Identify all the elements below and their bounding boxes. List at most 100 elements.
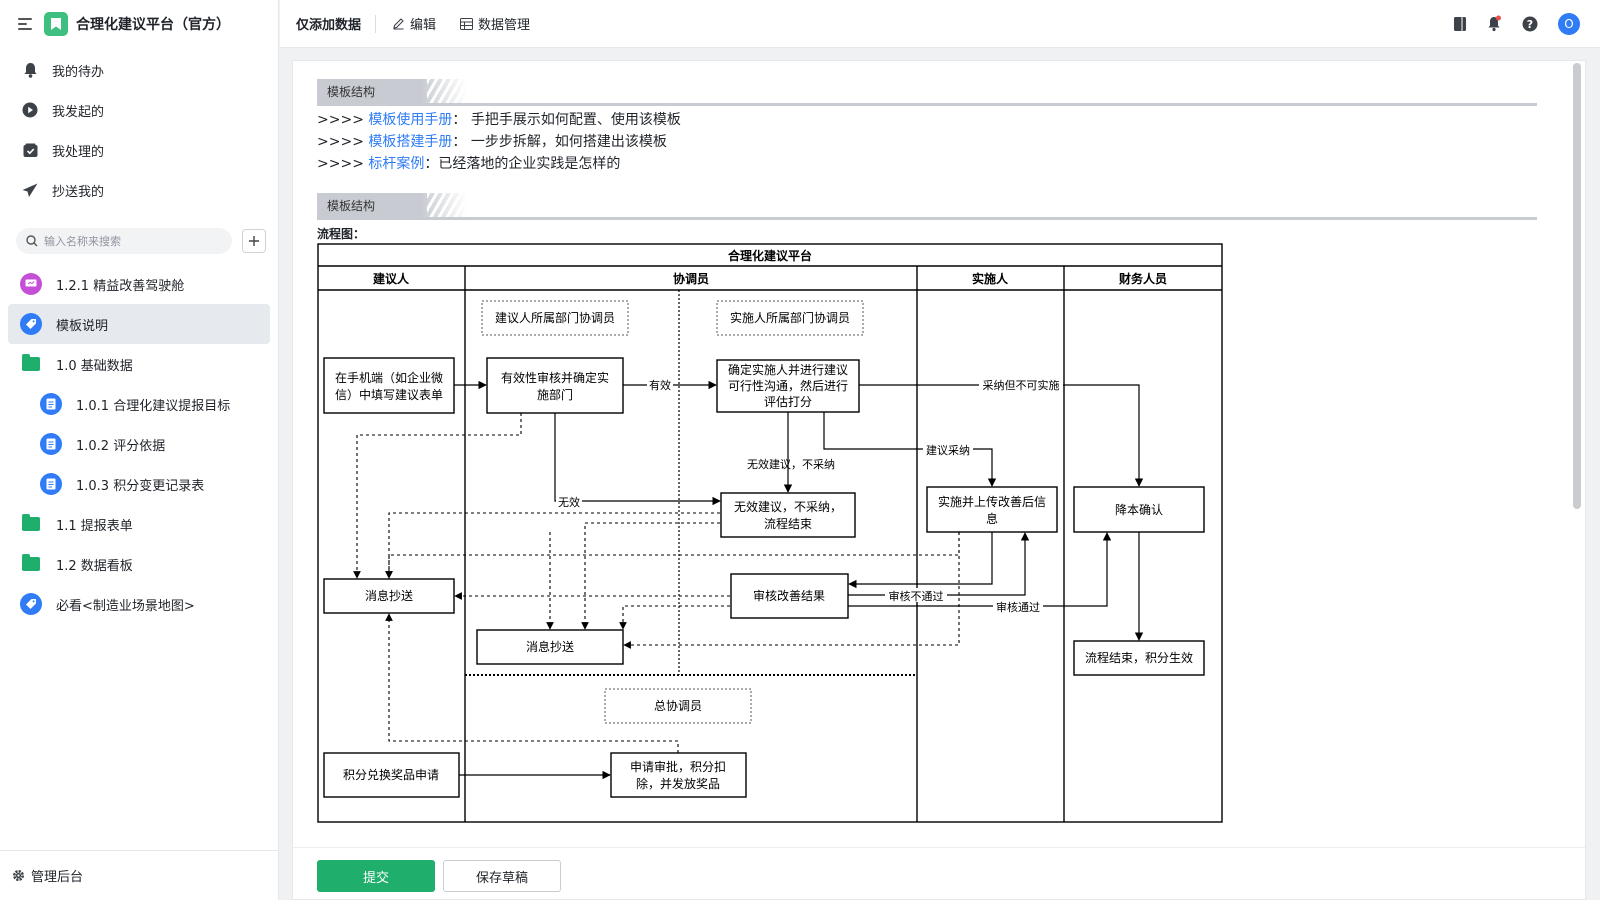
page-mode-title: 仅添加数据 — [296, 18, 362, 33]
build-guide-link[interactable]: 模板搭建手册 — [368, 134, 453, 150]
menu-icon[interactable] — [18, 18, 32, 30]
search-icon — [26, 235, 38, 247]
diagram-frame — [317, 243, 1223, 823]
nav-label: 我发起的 — [52, 104, 105, 120]
node-text: 除，并发放奖品 — [636, 776, 720, 791]
toolbar-right: ? O — [1433, 12, 1580, 35]
node-redeem — [323, 752, 460, 798]
avatar[interactable]: O — [1558, 12, 1580, 35]
sidebar: 合理化建议平台（官方） 我的待办 我发起的 我处理的 抄送我的 输入名称来搜索 — [0, 0, 279, 900]
inbox-check-icon — [22, 142, 38, 158]
tree-item-points-log[interactable]: 1.0.3 积分变更记录表 — [8, 464, 270, 504]
play-circle-icon — [22, 102, 38, 118]
lane-header: 财务人员 — [1118, 271, 1167, 286]
form-icon — [40, 393, 62, 415]
nav-item-processed[interactable]: 我处理的 — [0, 130, 278, 170]
search-input[interactable]: 输入名称来搜索 — [16, 228, 232, 254]
toolbar-divider — [375, 14, 377, 33]
tree-item-report-form[interactable]: 1.1 提报表单 — [8, 504, 270, 544]
bell-icon — [22, 62, 38, 78]
link-desc: 一步步拆解，如何搭建出该模板 — [470, 134, 667, 150]
submit-button[interactable]: 提交 — [317, 860, 435, 892]
link-sep: ： — [452, 112, 471, 128]
send-icon — [22, 182, 38, 198]
flowchart-label: 流程图： — [317, 227, 366, 241]
notebook-icon[interactable] — [1453, 16, 1467, 32]
node-invalid — [720, 492, 856, 538]
nav-item-initiated[interactable]: 我发起的 — [0, 90, 278, 130]
section-header: 模板结构 — [317, 79, 1537, 107]
folder-icon — [22, 354, 40, 371]
admin-link[interactable]: 管理后台 — [0, 850, 279, 900]
tree-item-dashboard[interactable]: 1.2.1 精益改善驾驶舱 — [8, 264, 270, 304]
node-text: 消息抄送 — [365, 588, 413, 603]
app-header: 合理化建议平台（官方） — [0, 0, 278, 48]
section-stripes — [427, 79, 467, 105]
edge-label: 审核通过 — [996, 600, 1040, 614]
case-link[interactable]: 标杆案例 — [368, 156, 425, 172]
tree-item-scene-map[interactable]: 必看<制造业场景地图> — [8, 584, 270, 624]
data-manage-button[interactable]: 数据管理 — [460, 14, 530, 33]
pencil-icon — [393, 18, 404, 30]
notification-bell-icon[interactable] — [1487, 15, 1502, 32]
add-button[interactable] — [242, 229, 266, 253]
node-text: 施部门 — [537, 387, 573, 402]
link-prefix: >>>> — [317, 112, 369, 128]
node-text: 消息抄送 — [526, 639, 574, 654]
tag-icon — [20, 593, 42, 615]
tree-item-data-board[interactable]: 1.2 数据看板 — [8, 544, 270, 584]
node-text: 积分兑换奖品申请 — [343, 768, 439, 782]
edge-label: 无效 — [558, 495, 580, 509]
link-prefix: >>>> — [317, 156, 369, 172]
node-review — [486, 357, 624, 414]
node-text: 有效性审核并确定实 — [501, 370, 609, 385]
node-text: 申请审批，积分扣 — [630, 759, 726, 774]
nav-item-todo[interactable]: 我的待办 — [0, 50, 278, 90]
link-list: >>>> 模板使用手册： 手把手展示如何配置、使用该模板 >>>> 模板搭建手册… — [317, 109, 681, 175]
tree-item-base-data[interactable]: 1.0 基础数据 — [8, 344, 270, 384]
save-draft-button[interactable]: 保存草稿 — [443, 860, 561, 892]
node-text: 信）中填写建议表单 — [335, 387, 443, 402]
content-panel: 模板结构 >>>> 模板使用手册： 手把手展示如何配置、使用该模板 >>>> 模… — [292, 60, 1586, 900]
link-desc: 手把手展示如何配置、使用该模板 — [470, 112, 681, 128]
section-header: 模板结构 — [317, 193, 1537, 221]
help-icon[interactable]: ? — [1522, 16, 1538, 32]
tag-icon — [20, 313, 42, 335]
search-row: 输入名称来搜索 — [0, 218, 278, 258]
tree-label: 1.0.1 合理化建议提报目标 — [76, 398, 231, 414]
lane-header: 建议人 — [372, 271, 410, 286]
node-text: 流程结束，积分生效 — [1085, 650, 1193, 665]
tree-label: 模板说明 — [56, 318, 109, 334]
node-text: 流程结束 — [764, 516, 812, 531]
node-text: 确定实施人并进行建议 — [728, 362, 848, 377]
manual-link[interactable]: 模板使用手册 — [368, 112, 453, 128]
scrollbar-thumb[interactable] — [1573, 63, 1581, 509]
dept-box-label: 总协调员 — [654, 698, 702, 713]
link-sep: ： — [452, 134, 471, 150]
nav-label: 我的待办 — [52, 64, 105, 80]
tree-item-target[interactable]: 1.0.1 合理化建议提报目标 — [8, 384, 270, 424]
link-desc: 已经落地的企业实践是怎样的 — [438, 156, 621, 172]
node-text: 可行性沟通，然后进行 — [728, 378, 848, 393]
node-text: 审核改善结果 — [753, 588, 825, 603]
folder-icon — [22, 554, 40, 571]
node-audit — [730, 573, 849, 619]
tree-item-scoring[interactable]: 1.0.2 评分依据 — [8, 424, 270, 464]
nav-label: 抄送我的 — [52, 184, 105, 200]
form-icon — [40, 433, 62, 455]
app-tree: 1.2.1 精益改善驾驶舱 模板说明 1.0 基础数据 1.0.1 合理化建议提… — [0, 264, 278, 624]
dashboard-icon — [20, 273, 42, 295]
link-row: >>>> 标杆案例：已经落地的企业实践是怎样的 — [317, 153, 681, 175]
section-underline — [317, 103, 1537, 106]
tree-label: 1.0.3 积分变更记录表 — [76, 478, 205, 494]
gear-icon — [13, 870, 24, 881]
edge-label: 采纳但不可实施 — [983, 378, 1060, 392]
edit-button[interactable]: 编辑 — [392, 14, 436, 33]
tree-item-template-guide[interactable]: 模板说明 — [8, 304, 270, 344]
node-cc1 — [323, 578, 455, 614]
nav-item-cc[interactable]: 抄送我的 — [0, 170, 278, 210]
edge-label: 有效 — [649, 378, 671, 392]
form-icon — [40, 473, 62, 495]
top-toolbar: 仅添加数据 编辑 数据管理 ? O — [280, 0, 1600, 48]
node-text: 评估打分 — [764, 395, 812, 409]
